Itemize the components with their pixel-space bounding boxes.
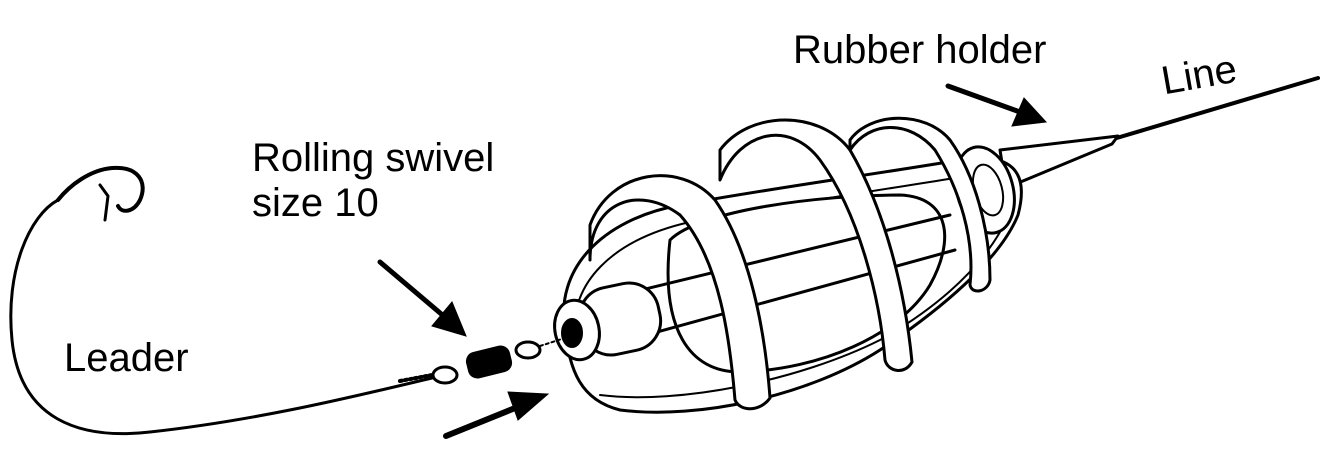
leader-line [9,198,434,436]
label-rolling-swivel-line1: Rolling swivel [252,136,495,180]
arrow-feeder-entry [443,403,523,439]
label-rolling-swivel: Rolling swivel size 10 [252,136,494,226]
arrow-rolling-swivel [377,259,449,321]
cage-band-rear [848,116,992,293]
hook [56,165,145,213]
arrow-rubber-holder [945,83,1023,115]
cage-band-front [588,174,772,411]
central-tube [598,213,952,302]
label-rolling-swivel-line2: size 10 [252,180,379,225]
label-leader: Leader [64,336,189,380]
main-line [1108,76,1320,142]
label-rubber-holder: Rubber holder [793,28,1047,72]
cage-band-middle [718,118,914,372]
rolling-swivel [431,337,566,385]
